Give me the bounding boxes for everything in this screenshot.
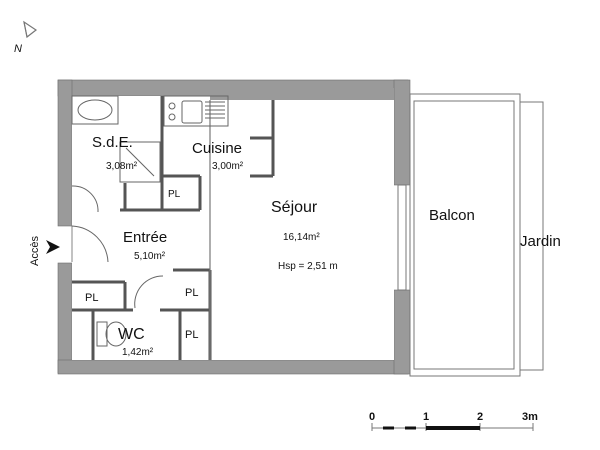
bathroom-fixtures [71, 95, 161, 183]
room-area-sde: 3,08m² [106, 161, 138, 172]
compass-label: N [14, 43, 22, 55]
room-name-entree: Entrée [123, 229, 167, 246]
closet-label: PL [185, 329, 198, 341]
scale-tick-0: 0 [369, 411, 375, 423]
sejour-top-wall [210, 88, 394, 100]
scale-tick-1: 1 [423, 411, 429, 423]
room-area-wc: 1,42m² [122, 347, 154, 358]
room-area-sejour: 16,14m² [283, 232, 320, 243]
sink-icon [181, 100, 203, 124]
closet-label: PL [168, 189, 181, 200]
closet-label: PL [85, 292, 98, 304]
scale-tick-3: 3m [522, 411, 538, 423]
entry-arrow-icon [46, 240, 60, 254]
balcony [409, 93, 521, 377]
room-area-entree: 5,10m² [134, 251, 166, 262]
kitchen-fixtures [163, 95, 229, 127]
shower-icon [119, 141, 161, 183]
scale-tick-2: 2 [477, 411, 483, 423]
room-name-sejour: Séjour [271, 199, 318, 216]
access-label: Accès [29, 236, 41, 266]
room-name-balcon: Balcon [429, 207, 475, 224]
hob-icon [168, 102, 176, 110]
room-area-cuisine: 3,00m² [212, 161, 244, 172]
room-name-cuisine: Cuisine [192, 140, 242, 157]
interior [72, 96, 394, 360]
garden [519, 101, 544, 371]
north-arrow-icon [23, 20, 38, 39]
closet-label: PL [185, 287, 198, 299]
scale-bar [371, 423, 534, 431]
room-name-sde: S.d.E. [92, 134, 133, 151]
room-name-jardin: Jardin [520, 233, 561, 250]
toilet-icon [96, 321, 127, 347]
sde-door-swing [71, 185, 99, 213]
interior-walls [72, 96, 275, 360]
entry-door-swing [71, 225, 109, 263]
doors [71, 185, 164, 309]
washbasin-icon [77, 99, 113, 121]
ceiling-height: Hsp = 2,51 m [278, 261, 338, 272]
wc-door-swing [134, 275, 164, 309]
room-name-wc: WC [118, 326, 145, 343]
window-opening [397, 184, 407, 291]
